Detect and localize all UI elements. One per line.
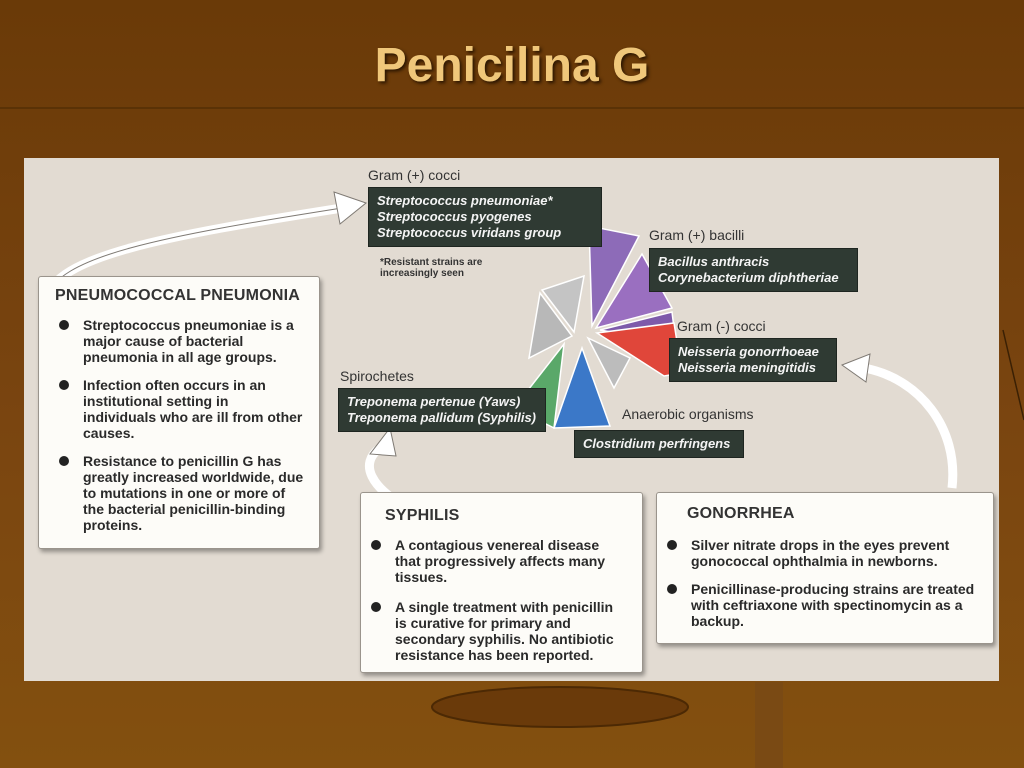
card-syphilis: SYPHILIS A contagious venereal disease t… [360, 492, 643, 673]
diagram-panel: Gram (+) cocci Streptococcus pneumoniae*… [24, 158, 999, 681]
label-spirochetes: Spirochetes [340, 368, 414, 384]
bullet-dot-icon [59, 320, 69, 330]
bullet-item: Penicillinase-producing strains are trea… [667, 581, 979, 629]
bullet-dot-icon [59, 380, 69, 390]
label-gram-pos-cocci: Gram (+) cocci [368, 167, 461, 183]
organisms-gram-pos-cocci: Streptococcus pneumoniae* Streptococcus … [368, 187, 602, 247]
arrow-syphilis-head [369, 426, 397, 457]
organism: Streptococcus pneumoniae* [377, 193, 553, 208]
organisms-gram-pos-bacilli: Bacillus anthracis Corynebacterium dipht… [649, 248, 858, 292]
label-gram-neg-cocci: Gram (-) cocci [677, 318, 766, 334]
diagram-art [41, 191, 958, 515]
bullet-dot-icon [667, 584, 677, 594]
wedge-anaerobic [552, 345, 612, 429]
card-title: SYPHILIS [385, 507, 460, 524]
organism: Clostridium perfringens [583, 436, 731, 451]
wedge-gram-pos-cocci [588, 225, 641, 329]
label-gram-pos-bacilli: Gram (+) bacilli [649, 227, 745, 243]
wedge-unused-3 [586, 336, 632, 390]
organism: Streptococcus pyogenes [377, 209, 532, 224]
resistance-note: *Resistant strains are increasingly seen [380, 257, 483, 279]
arrow-gonorrhea [863, 363, 958, 489]
bullet-item: Streptococcus pneumoniae is a major caus… [59, 317, 305, 365]
arrow-gonorrhea-head [840, 353, 871, 383]
bullet-dot-icon [59, 456, 69, 466]
bullet-dot-icon [371, 602, 381, 612]
organism: Neisseria gonorrhoeae [678, 344, 819, 359]
wedge-unused-2 [540, 274, 585, 334]
label-anaerobic: Anaerobic organisms [622, 406, 754, 422]
organisms-anaerobic: Clostridium perfringens [574, 430, 744, 458]
arrow-pneumococcal-head [333, 191, 368, 225]
organisms-spirochetes: Treponema pertenue (Yaws) Treponema pall… [338, 388, 546, 432]
card-title: GONORRHEA [687, 505, 795, 522]
bullet-item: A contagious venereal disease that progr… [371, 537, 628, 585]
slide-title: Penicilina G [374, 39, 650, 92]
bullet-item: Resistance to penicillin G has greatly i… [59, 453, 305, 533]
card-title: PNEUMOCOCCAL PNEUMONIA [55, 287, 301, 304]
organism: Bacillus anthracis [658, 254, 770, 269]
organism: Treponema pallidum (Syphilis) [347, 410, 537, 425]
card-gonorrhea: GONORRHEA Silver nitrate drops in the ey… [656, 492, 994, 644]
organisms-gram-neg-cocci: Neisseria gonorrhoeae Neisseria meningit… [669, 338, 837, 382]
wedge-unused-1 [528, 291, 574, 360]
bullet-dot-icon [371, 540, 381, 550]
organism: Neisseria meningitidis [678, 360, 816, 375]
card-pneumococcal-pneumonia: PNEUMOCOCCAL PNEUMONIA Streptococcus pne… [38, 276, 320, 549]
bullet-item: Silver nitrate drops in the eyes prevent… [667, 537, 979, 569]
organism: Treponema pertenue (Yaws) [347, 394, 521, 409]
organism: Corynebacterium diphtheriae [658, 270, 839, 285]
bullet-dot-icon [667, 540, 677, 550]
bullet-item: Infection often occurs in an institution… [59, 377, 305, 441]
organism: Streptococcus viridans group [377, 225, 562, 240]
bullet-item: A single treatment with penicillin is cu… [371, 599, 628, 663]
